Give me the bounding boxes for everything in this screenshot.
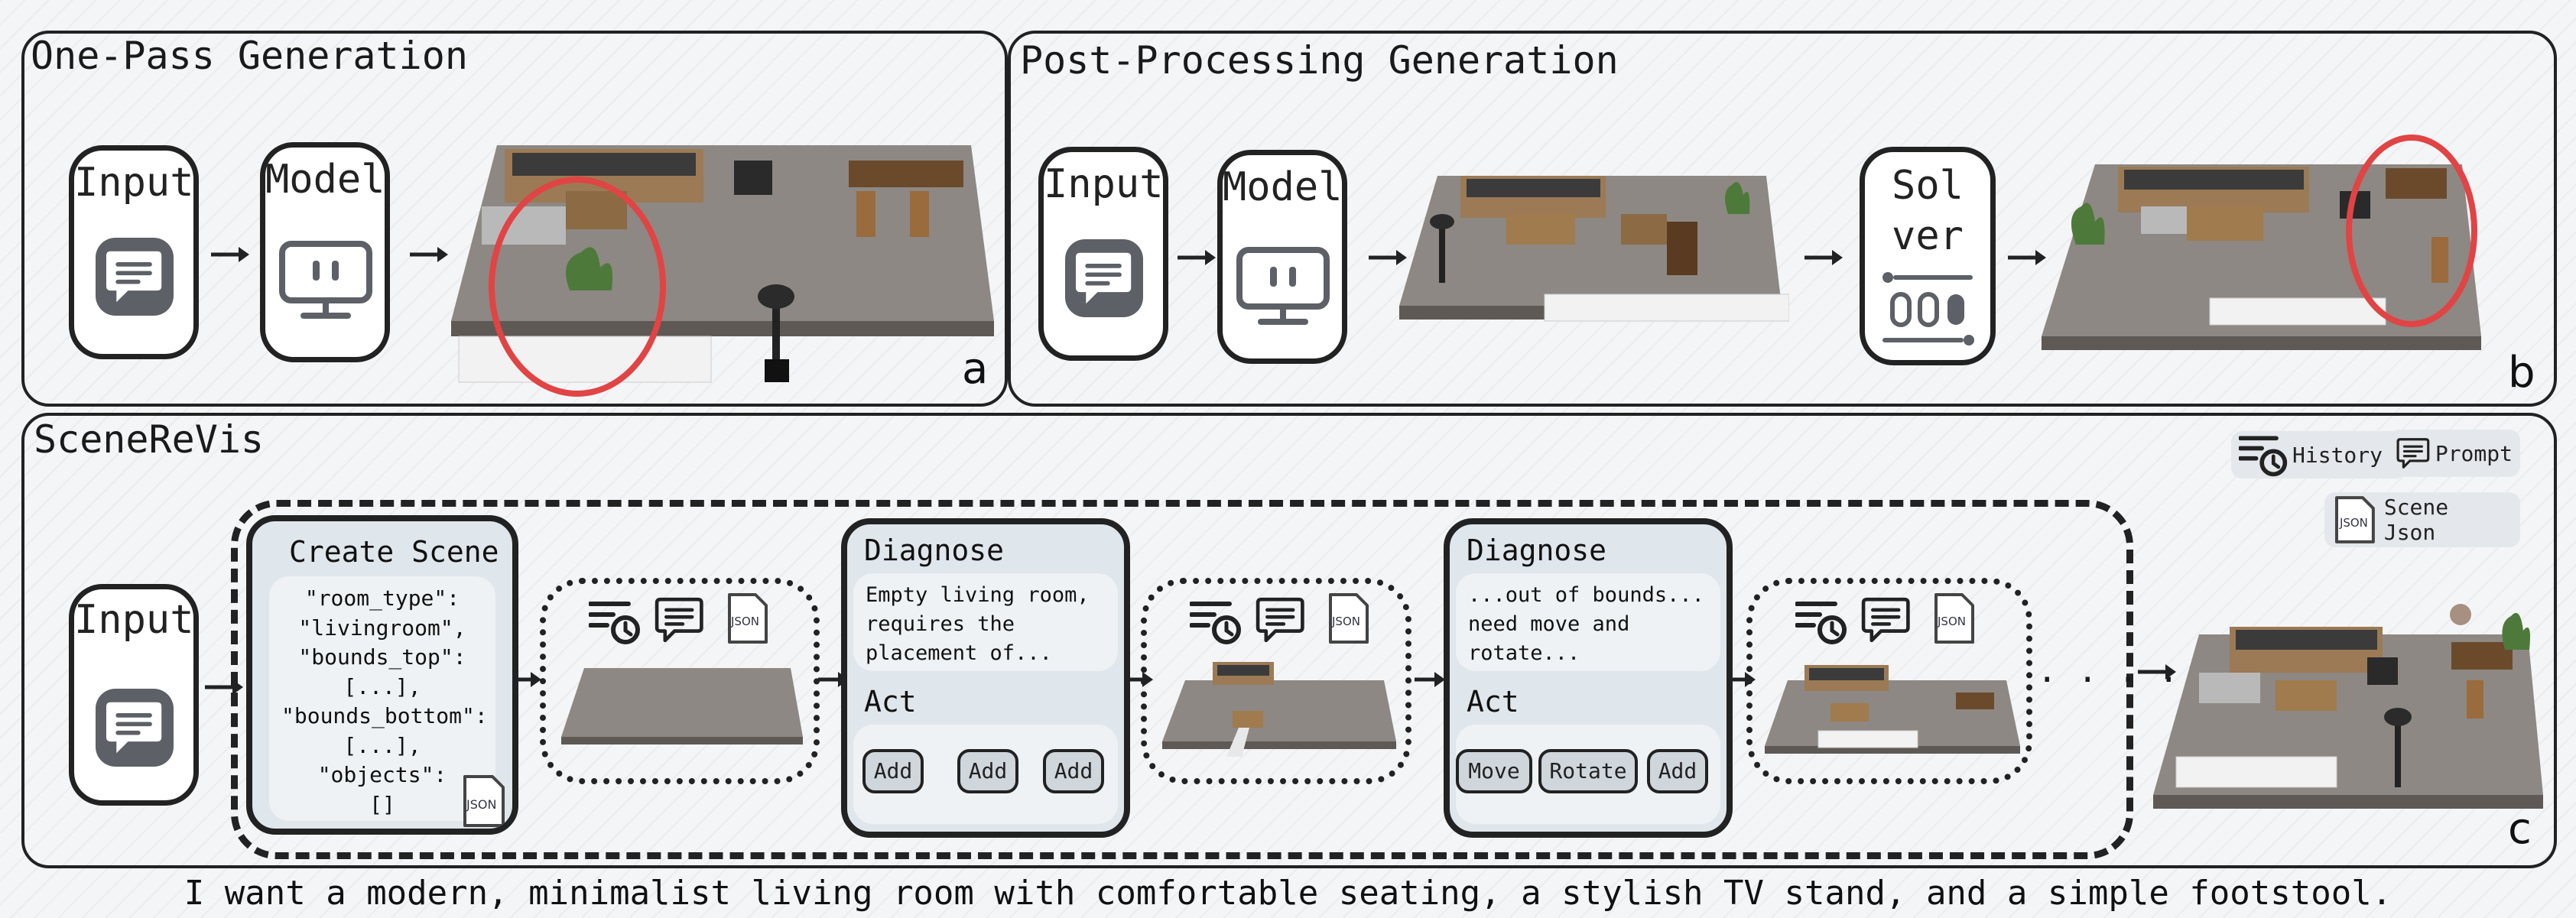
json-tag-text: JSON	[1937, 615, 1966, 628]
panel-post-processing	[1008, 31, 2557, 407]
act-title: Act	[864, 685, 917, 719]
model-label: Model	[1223, 164, 1343, 210]
act-title: Act	[1467, 685, 1519, 719]
arrow-icon	[2008, 250, 2046, 265]
chat-icon	[653, 595, 707, 645]
add-button[interactable]: Add	[957, 749, 1018, 793]
add-button[interactable]: Add	[1043, 749, 1104, 793]
json-line: [...],	[343, 732, 421, 758]
chat-icon	[96, 238, 174, 316]
diagnose-card-2: Diagnose ...out of bounds... need move a…	[1444, 518, 1733, 838]
prompt-caption: I want a modern, minimalist living room …	[184, 874, 2392, 913]
json-file-icon: JSON	[1329, 593, 1369, 644]
json-file-icon: JSON	[728, 593, 768, 644]
arrow-icon	[2138, 664, 2176, 680]
json-file-icon: JSON	[2334, 496, 2375, 543]
arrow-icon	[1804, 250, 1843, 265]
model-box-a: Model	[260, 142, 390, 362]
state-box-2: JSON	[1141, 578, 1411, 784]
model-box-b: Model	[1217, 150, 1347, 364]
arrow-icon	[211, 247, 249, 262]
input-label: Input	[1044, 161, 1164, 207]
panel-b-label: b	[2508, 348, 2535, 397]
panel-scenerevis	[21, 413, 2557, 868]
solver-box: Sol ver	[1860, 147, 1996, 365]
arrow-icon	[1178, 250, 1216, 265]
create-scene-body: "room_type": "livingroom", "bounds_top":…	[269, 576, 495, 821]
json-tag-text: JSON	[1331, 615, 1360, 628]
solver-label-line2: ver	[1892, 213, 1964, 259]
json-line: "bounds_bottom":	[281, 703, 488, 728]
arrow-icon	[410, 247, 448, 262]
history-icon	[1190, 598, 1243, 645]
diagnose-title: Diagnose	[864, 534, 1005, 567]
panel-c-title: SceneReVis	[34, 417, 265, 462]
iteration-loop-box	[231, 500, 2133, 859]
json-line: "objects":	[317, 762, 447, 787]
arrow-icon	[1369, 250, 1407, 265]
history-icon	[2239, 432, 2289, 478]
input-label: Input	[74, 597, 194, 643]
arrow-icon	[518, 672, 541, 687]
model-label: Model	[265, 157, 385, 203]
furnished-room-render	[1765, 665, 2020, 754]
create-scene-card: Create Scene "room_type": "livingroom", …	[246, 515, 518, 835]
json-line: []	[369, 791, 395, 817]
json-file-icon: JSON	[1934, 593, 1974, 644]
json-line: "livingroom",	[298, 615, 466, 641]
json-tag-text: JSON	[466, 797, 496, 812]
empty-room-render	[561, 668, 803, 744]
diagnose-title: Diagnose	[1467, 534, 1607, 567]
json-line: [...],	[343, 673, 421, 699]
panel-a-label: a	[962, 344, 989, 394]
legend-prompt-label: Prompt	[2435, 440, 2513, 466]
history-icon	[1795, 598, 1849, 645]
input-box-c: Input	[69, 584, 199, 806]
diagnose-text: Empty living room, requires the placemen…	[853, 573, 1118, 671]
legend-scene-json: JSON Scene Json	[2324, 492, 2520, 547]
panel-a-title: One-Pass Generation	[31, 34, 468, 78]
legend-scene-json-label: Scene Json	[2383, 495, 2449, 545]
monitor-icon	[279, 241, 372, 319]
legend-prompt: Prompt	[2389, 430, 2520, 477]
add-button[interactable]: Add	[862, 749, 924, 793]
panel-c-label: c	[2508, 804, 2532, 854]
scene-render-a	[451, 145, 994, 397]
solver-label-line1: Sol	[1892, 163, 1964, 209]
input-label: Input	[74, 160, 194, 206]
json-line: "bounds_top":	[298, 644, 466, 670]
add-button[interactable]: Add	[1647, 749, 1708, 793]
create-scene-title: Create Scene	[289, 535, 499, 569]
scene-render-final	[2153, 604, 2543, 809]
diagnose-card-1: Diagnose Empty living room, requires the…	[841, 518, 1130, 838]
input-box-b: Input	[1038, 147, 1168, 361]
input-box-a: Input	[69, 145, 199, 359]
chat-icon	[1065, 239, 1143, 317]
chat-icon	[1254, 595, 1307, 645]
rotate-button[interactable]: Rotate	[1538, 749, 1638, 793]
panel-one-pass	[21, 31, 1008, 407]
partial-room-render	[1162, 662, 1396, 757]
arrow-icon	[1415, 672, 1445, 687]
diagnose-text: ...out of bounds... need move and rotate…	[1456, 573, 1720, 671]
state-box-3: JSON	[1746, 578, 2032, 784]
json-line: "room_type":	[304, 586, 460, 611]
json-file-icon: JSON	[463, 775, 505, 827]
history-icon	[589, 598, 642, 645]
chat-icon	[96, 689, 174, 767]
chat-icon	[1860, 595, 1913, 645]
legend-history-label: History	[2292, 442, 2383, 468]
move-button[interactable]: Move	[1456, 749, 1532, 793]
json-tag-text: JSON	[2339, 516, 2368, 530]
monitor-icon	[1236, 247, 1330, 325]
scene-render-b2	[2042, 135, 2481, 350]
panel-b-title: Post-Processing Generation	[1020, 38, 1619, 83]
chat-icon	[2396, 438, 2430, 469]
state-box-1: JSON	[540, 578, 820, 784]
json-tag-text: JSON	[730, 615, 759, 628]
legend-history: History	[2231, 431, 2407, 478]
solver-icon	[1882, 272, 1974, 345]
scene-render-b1	[1399, 176, 1789, 322]
